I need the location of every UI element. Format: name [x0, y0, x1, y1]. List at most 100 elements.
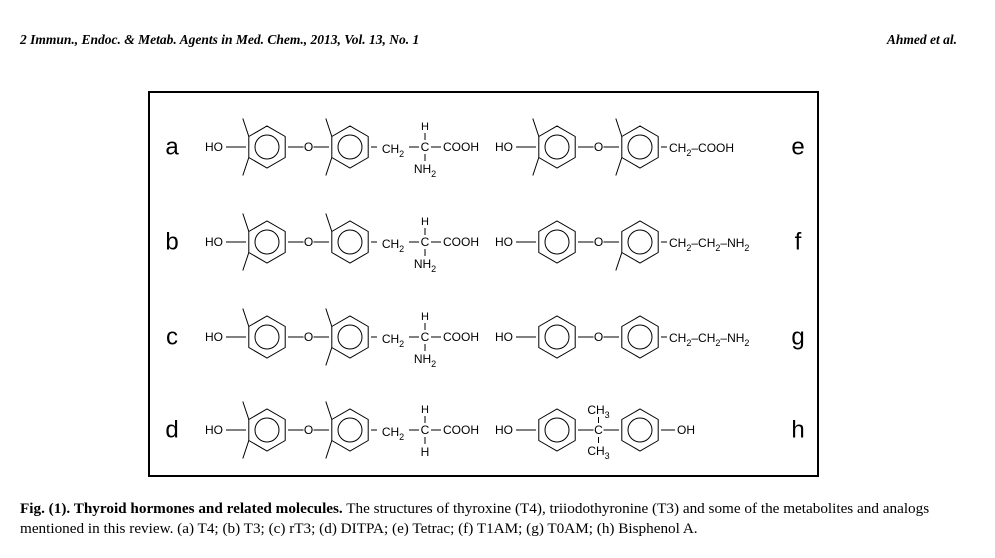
ho-label: HO	[495, 330, 513, 344]
iodine-bond	[328, 440, 333, 450]
aromatic-circle	[254, 134, 280, 160]
phenol-ring	[538, 125, 576, 169]
ether-oxygen-label: O	[594, 235, 603, 249]
ch2-label: CH2	[382, 425, 404, 442]
ether-oxygen-label: O	[304, 235, 313, 249]
iodine-glyph	[325, 356, 330, 366]
cooh-label: COOH	[443, 235, 479, 249]
aromatic-circle	[254, 417, 280, 443]
aromatic-circle	[254, 324, 280, 350]
alpha-h-label: H	[421, 404, 429, 416]
aryl-ring	[331, 315, 369, 359]
alpha-h-label: H	[421, 121, 429, 133]
bridge-carbon-label: C	[594, 423, 603, 437]
iodine-glyph	[532, 166, 537, 176]
iodine-bond	[328, 410, 333, 420]
alpha-carbon-label: C	[421, 140, 430, 154]
iodine-bond	[535, 157, 540, 167]
iodine-glyph	[325, 166, 330, 176]
running-header: 2 Immun., Endoc. & Metab. Agents in Med.…	[20, 32, 420, 47]
ho-label: HO	[205, 330, 223, 344]
iodine-glyph	[242, 118, 247, 128]
ho-label: HO	[205, 140, 223, 154]
iodine-bond	[245, 317, 250, 327]
ether-oxygen-label: O	[594, 140, 603, 154]
amino-label: NH2	[414, 352, 436, 369]
alpha-carbon-label: C	[421, 235, 430, 249]
row-label-f: f	[795, 229, 802, 256]
ho-label: HO	[495, 235, 513, 249]
row-label-a: a	[165, 134, 179, 161]
iodine-bond	[245, 222, 250, 232]
row-label-b: b	[165, 229, 178, 256]
iodine-glyph	[242, 261, 247, 271]
iodine-glyph	[242, 449, 247, 459]
amino-label: NH2	[414, 162, 436, 179]
cooh-label: COOH	[443, 423, 479, 437]
ho-label: HO	[495, 140, 513, 154]
phenol-ring	[538, 315, 576, 359]
iodine-bond	[328, 222, 333, 232]
alpha-h-label: H	[421, 311, 429, 323]
iodine-bond	[245, 157, 250, 167]
iodine-glyph	[325, 118, 330, 128]
aryl-ring	[331, 220, 369, 264]
ether-oxygen-label: O	[594, 330, 603, 344]
cooh-label: COOH	[443, 330, 479, 344]
aromatic-circle	[254, 229, 280, 255]
phenol-ring	[248, 408, 286, 452]
cooh-label: COOH	[443, 140, 479, 154]
ethylamine-label: CH2–CH2–NH2	[669, 331, 749, 348]
phenol-ring	[621, 408, 659, 452]
aromatic-circle	[544, 417, 570, 443]
iodine-glyph	[242, 166, 247, 176]
amino-label: H	[421, 445, 430, 459]
alpha-carbon-label: C	[421, 330, 430, 344]
ethylamine-label: CH2–CH2–NH2	[669, 236, 749, 253]
iodine-bond	[245, 127, 250, 137]
ether-oxygen-label: O	[304, 140, 313, 154]
aromatic-circle	[627, 324, 653, 350]
phenol-ring	[248, 315, 286, 359]
phenol-ring	[248, 125, 286, 169]
aromatic-circle	[337, 134, 363, 160]
iodine-bond	[328, 157, 333, 167]
aryl-ring	[621, 315, 659, 359]
aromatic-circle	[627, 134, 653, 160]
phenol-ring	[538, 408, 576, 452]
aromatic-circle	[337, 229, 363, 255]
iodine-bond	[328, 127, 333, 137]
iodine-glyph	[325, 401, 330, 411]
iodine-bond	[618, 252, 623, 262]
iodine-glyph	[325, 213, 330, 223]
row-label-c: c	[166, 324, 178, 351]
row-label-h: h	[791, 417, 804, 444]
alpha-carbon-label: C	[421, 423, 430, 437]
author-header: Ahmed et al.	[886, 32, 957, 47]
caption-label: Fig. (1). Thyroid hormones and related m…	[20, 500, 343, 517]
ho-label: HO	[495, 423, 513, 437]
amino-label: NH2	[414, 257, 436, 274]
iodine-bond	[245, 440, 250, 450]
iodine-bond	[618, 157, 623, 167]
ho-label: HO	[205, 423, 223, 437]
iodine-bond	[328, 347, 333, 357]
row-label-e: e	[791, 134, 804, 161]
figure-caption: Fig. (1). Thyroid hormones and related m…	[20, 499, 970, 539]
alpha-h-label: H	[421, 216, 429, 228]
phenol-ring	[248, 220, 286, 264]
iodine-glyph	[325, 308, 330, 318]
aromatic-circle	[337, 417, 363, 443]
iodine-glyph	[532, 118, 537, 128]
ch2-cooh-label: CH2–COOH	[669, 141, 734, 158]
aryl-ring	[621, 220, 659, 264]
iodine-glyph	[242, 308, 247, 318]
iodine-glyph	[615, 261, 620, 271]
iodine-bond	[328, 317, 333, 327]
aryl-ring	[331, 408, 369, 452]
iodine-bond	[618, 127, 623, 137]
aromatic-circle	[627, 229, 653, 255]
iodine-glyph	[615, 118, 620, 128]
